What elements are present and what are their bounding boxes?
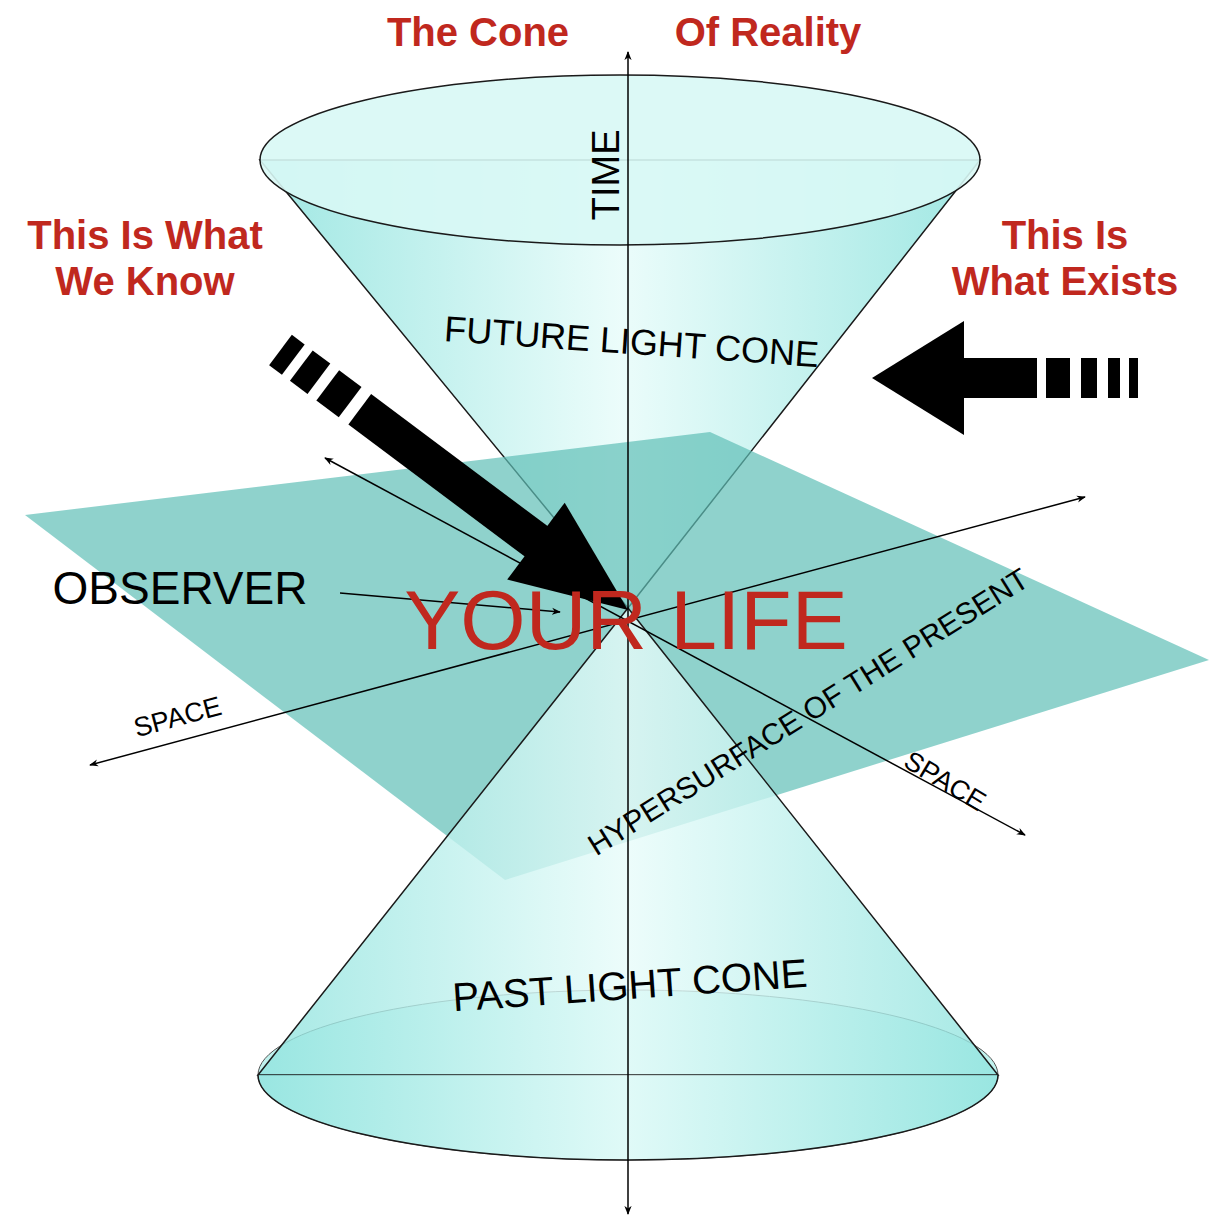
plane-surface (25, 432, 1209, 880)
callout-text: This Is What Exists (951, 212, 1180, 304)
cone-body (258, 608, 998, 1075)
past-light-cone: PAST LIGHT CONE (255, 605, 1001, 1165)
title-part: Of Reality (675, 9, 862, 55)
axis-label: SPACE (899, 746, 992, 819)
center-label: YOUR LIFE (404, 572, 847, 669)
cone-rim (260, 75, 980, 245)
callout-text: This Is What We Know (26, 212, 264, 304)
axis-label: SPACE (131, 691, 226, 744)
space-axis (325, 458, 1025, 835)
past-light-cone-outline (255, 605, 1001, 1165)
title-part: The Cone (387, 9, 569, 55)
axis-label: TIME (584, 130, 628, 221)
observer-label: OBSERVER (53, 562, 308, 615)
exists-arrow (872, 321, 1138, 435)
cone-rim (258, 1075, 998, 1160)
space-axis (90, 497, 1085, 765)
